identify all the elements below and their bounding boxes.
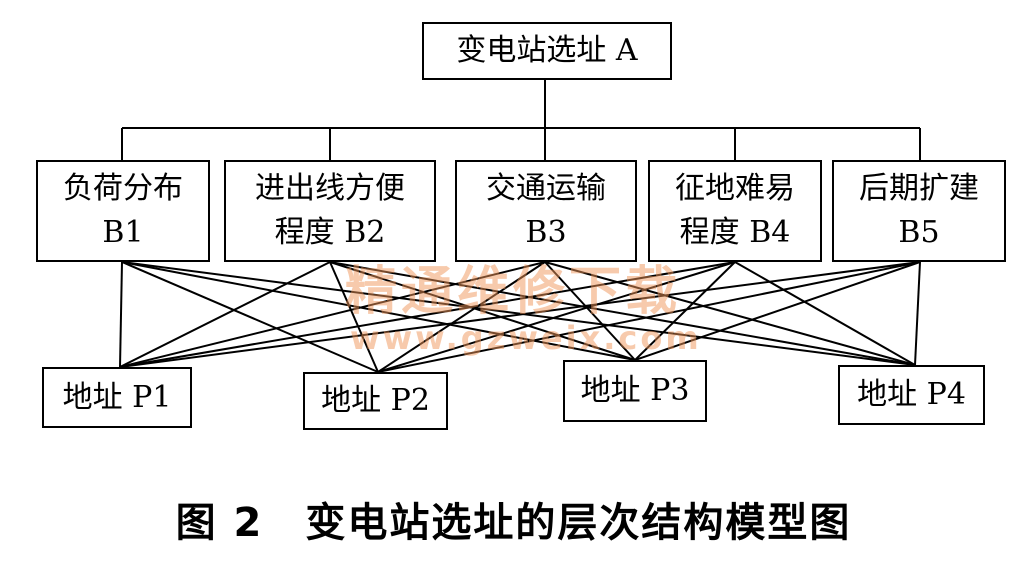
node-label: 地址 P3 bbox=[580, 373, 690, 408]
connector-criterion-alternative bbox=[544, 261, 916, 366]
connector-criterion-alternative bbox=[377, 261, 546, 373]
connector-criterion-alternative bbox=[119, 261, 546, 368]
connector-criterion-alternative bbox=[634, 261, 921, 361]
node-criterion-b5: 后期扩建 B5 bbox=[832, 160, 1006, 262]
watermark-title: 精通维修下载 bbox=[345, 261, 682, 322]
connector-criterion-alternative bbox=[544, 261, 636, 361]
node-alternative-p2: 地址 P2 bbox=[303, 372, 448, 430]
connector-criterion-alternative bbox=[377, 261, 921, 373]
node-label: 征地难易程度 B4 bbox=[675, 171, 795, 250]
node-label: 交通运输 B3 bbox=[486, 171, 606, 250]
node-alternative-p1: 地址 P1 bbox=[42, 367, 192, 428]
connector-criterion-alternative bbox=[121, 261, 916, 366]
node-criterion-b1: 负荷分布 B1 bbox=[36, 160, 210, 262]
connector-criterion-alternative bbox=[121, 261, 379, 373]
connector-criterion-alternative bbox=[734, 261, 916, 366]
connector-criterion-alternative bbox=[329, 261, 916, 366]
node-criterion-b3: 交通运输 B3 bbox=[455, 160, 637, 262]
node-label: 地址 P2 bbox=[321, 383, 430, 418]
figure-caption: 图 2 变电站选址的层次结构模型图 bbox=[175, 500, 852, 546]
watermark-url: www.gzweix.com bbox=[350, 319, 702, 357]
node-criterion-b2: 进出线方便程度 B2 bbox=[224, 160, 436, 262]
connector-criterion-alternative bbox=[119, 261, 331, 368]
connector-criterion-alternative bbox=[377, 261, 736, 373]
connector-criterion-alternative bbox=[119, 261, 736, 368]
node-criterion-b4: 征地难易程度 B4 bbox=[648, 160, 822, 262]
node-label: 进出线方便程度 B2 bbox=[255, 171, 405, 250]
node-alternative-p3: 地址 P3 bbox=[563, 360, 707, 422]
connector-criterion-alternative bbox=[329, 261, 636, 361]
node-label: 地址 P4 bbox=[857, 377, 966, 412]
connector-criterion-alternative bbox=[634, 261, 736, 361]
node-label: 后期扩建 B5 bbox=[859, 171, 979, 250]
node-goal-a: 变电站选址 A bbox=[422, 22, 672, 80]
connector-criterion-alternative bbox=[329, 261, 379, 373]
node-label: 变电站选址 A bbox=[456, 33, 638, 68]
connector-criterion-alternative bbox=[914, 261, 921, 366]
connector-criterion-alternative bbox=[119, 261, 921, 368]
node-alternative-p4: 地址 P4 bbox=[838, 365, 985, 425]
connector-criterion-alternative bbox=[121, 261, 636, 361]
node-label: 地址 P1 bbox=[62, 379, 172, 415]
node-label: 负荷分布 B1 bbox=[63, 171, 183, 250]
connector-criterion-alternative bbox=[119, 261, 123, 368]
